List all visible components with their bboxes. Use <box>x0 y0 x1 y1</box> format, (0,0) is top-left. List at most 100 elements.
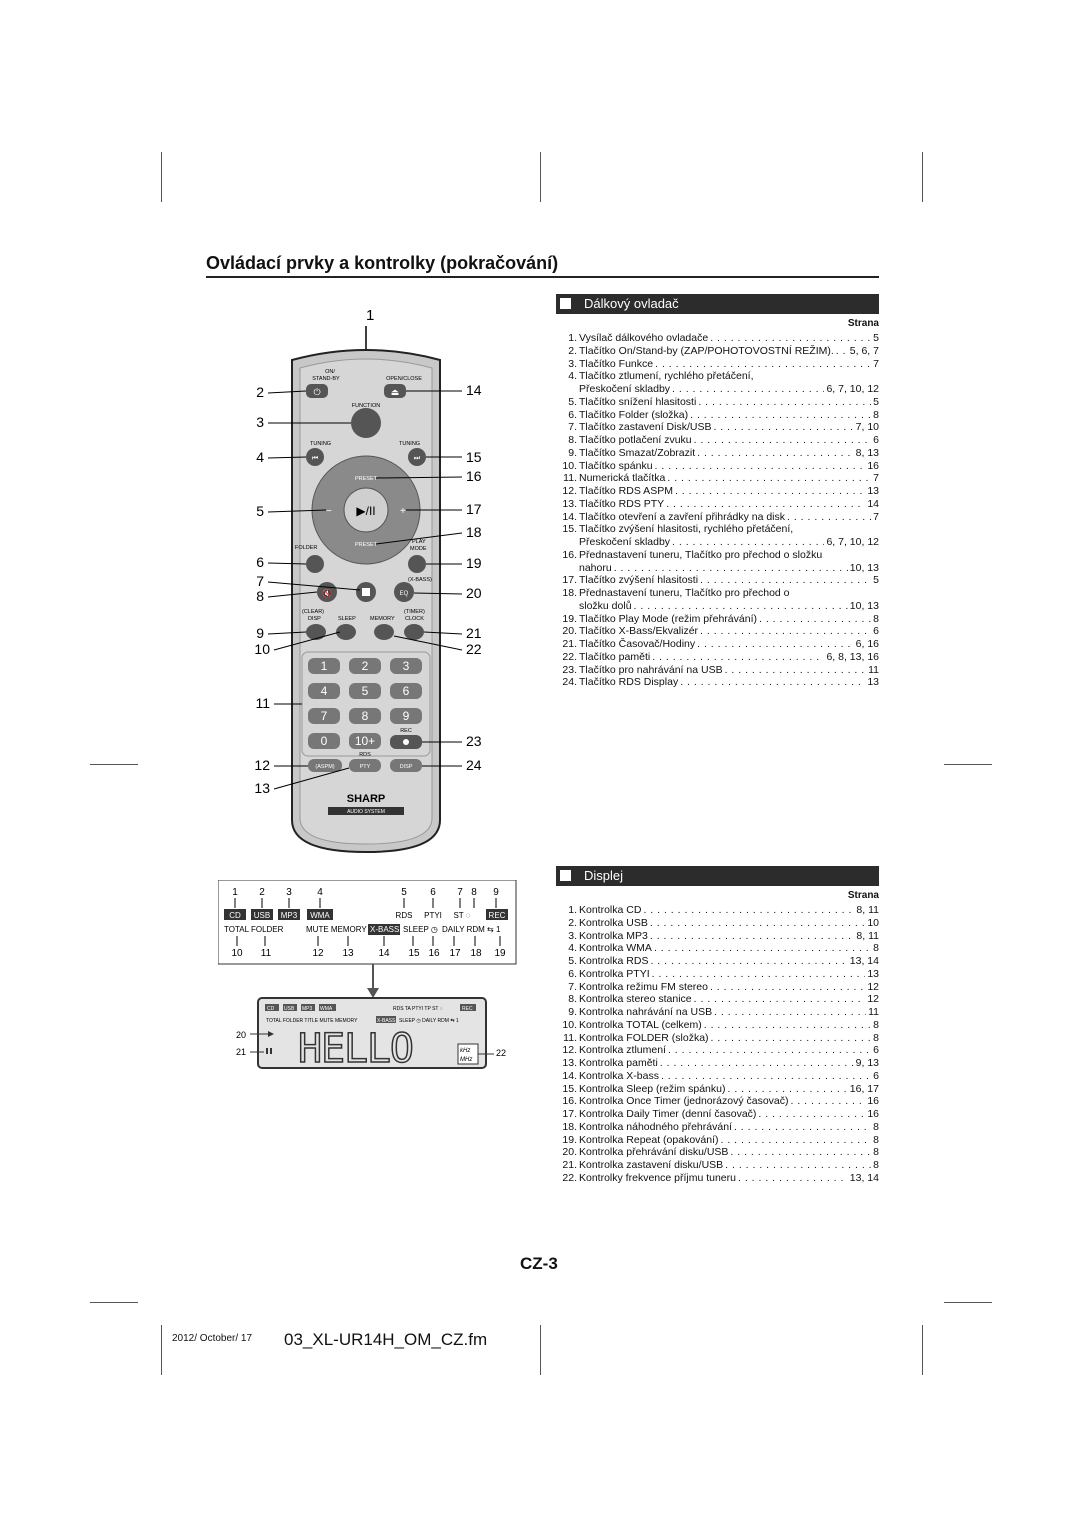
item-number: 9. <box>568 446 577 459</box>
item-number: 1. <box>568 332 577 344</box>
remote-list-item: 15.Tlačítko zvýšení hlasitosti, rychlého… <box>556 523 879 536</box>
display-list-item: 19.Kontrolka Repeat (opakování)8 <box>556 1134 879 1147</box>
leader-dots <box>714 1006 866 1019</box>
remote-list-item: 0.nahoru10, 13 <box>556 562 879 575</box>
item-number: 3. <box>568 357 577 370</box>
item-number: 20. <box>562 625 577 638</box>
svg-text:15: 15 <box>408 948 420 959</box>
item-number: 13. <box>562 497 577 510</box>
leader-dots <box>698 396 871 409</box>
crop-mark <box>90 1302 138 1303</box>
svg-text:USB: USB <box>254 911 270 920</box>
item-text: Kontrolka FOLDER (složka) <box>579 1031 709 1044</box>
leader-dots <box>650 955 847 968</box>
remote-list-item: 18.Přednastavení tuneru, Tlačítko pro př… <box>556 587 879 600</box>
display-list-item: 10.Kontrolka TOTAL (celkem)8 <box>556 1019 879 1032</box>
svg-text:RDS TA PTYI TP ST ◌: RDS TA PTYI TP ST ◌ <box>393 1006 443 1012</box>
svg-text:14: 14 <box>378 948 390 959</box>
leader-dots <box>660 1057 854 1070</box>
item-page: 16 <box>867 459 879 472</box>
item-page: 7, 10 <box>855 421 879 434</box>
item-text: Přednastavení tuneru, Tlačítko pro přech… <box>579 548 823 561</box>
remote-list-item: 21.Tlačítko Časovač/Hodiny6, 16 <box>556 638 879 651</box>
item-text: Kontrolka X-bass <box>579 1069 659 1082</box>
crop-mark <box>161 1325 162 1375</box>
display-list-item: 17.Kontrolka Daily Timer (denní časovač)… <box>556 1108 879 1121</box>
svg-text:SLEEP ◷ DAILY RDM ⇆ 1: SLEEP ◷ DAILY RDM ⇆ 1 <box>399 1018 459 1024</box>
remote-page-label: Strana <box>847 318 879 329</box>
remote-list-item: 20.Tlačítko X-Bass/Ekvalizér6 <box>556 625 879 638</box>
item-page: 14 <box>867 497 879 510</box>
remote-list: 1.Vysílač dálkového ovladače52.Tlačítko … <box>556 332 879 689</box>
item-page: 13, 14 <box>849 955 879 967</box>
svg-text:TUNING: TUNING <box>399 441 420 447</box>
crop-mark <box>540 1325 541 1375</box>
leader-dots <box>668 1044 871 1057</box>
svg-text:FOLDER: FOLDER <box>295 545 317 551</box>
leader-dots <box>713 421 853 434</box>
remote-list-item: 3.Tlačítko Funkce7 <box>556 358 879 371</box>
leader-dots <box>652 651 824 664</box>
display-section-header: Displej <box>556 866 879 886</box>
display-list-item: 4.Kontrolka WMA8 <box>556 942 879 955</box>
item-page: 8 <box>873 942 879 955</box>
square-bullet-icon <box>560 870 571 881</box>
item-number: 21. <box>562 638 577 650</box>
svg-text:OPEN/CLOSE: OPEN/CLOSE <box>386 376 422 382</box>
remote-list-item: 14.Tlačítko otevření a zavření přihrádky… <box>556 511 879 524</box>
item-text: Tlačítko Smazat/Zobrazit <box>579 446 696 459</box>
display-list-item: 9.Kontrolka nahrávání na USB11 <box>556 1006 879 1019</box>
svg-text:16: 16 <box>466 468 482 484</box>
leader-dots <box>758 1108 865 1121</box>
svg-text:FUNCTION: FUNCTION <box>352 403 380 409</box>
svg-text:21: 21 <box>236 1047 246 1057</box>
item-text: Tlačítko On/Stand-by (ZAP/POHOTOVOSTNÍ R… <box>579 344 834 357</box>
item-text: Kontrolka přehrávání disku/USB <box>579 1146 729 1159</box>
remote-list-item: 4.Tlačítko ztlumení, rychlého přetáčení, <box>556 370 879 383</box>
leader-dots <box>725 664 867 677</box>
svg-text:9: 9 <box>493 887 499 898</box>
leader-dots <box>654 942 871 955</box>
svg-text:4: 4 <box>256 449 264 465</box>
remote-list-item: 10.Tlačítko spánku16 <box>556 460 879 473</box>
svg-text:SLEEP: SLEEP <box>338 616 356 622</box>
svg-text:RDS: RDS <box>359 752 371 758</box>
svg-text:⏏: ⏏ <box>391 387 400 397</box>
svg-text:CD: CD <box>267 1006 275 1012</box>
item-number: 13. <box>562 1057 577 1069</box>
item-page: 6 <box>873 1069 879 1082</box>
crop-mark <box>90 764 138 765</box>
svg-text:14: 14 <box>466 382 482 398</box>
svg-text:ON/: ON/ <box>325 369 335 375</box>
item-page: 6, 7, 10, 12 <box>826 383 879 395</box>
item-number: 9. <box>568 1006 577 1018</box>
item-text: Kontrolka nahrávání na USB <box>579 1006 713 1018</box>
item-text: Kontrolka Once Timer (jednorázový časova… <box>579 1095 789 1108</box>
item-page: 6 <box>873 1044 879 1057</box>
display-list: 1.Kontrolka CD8, 112.Kontrolka USB103.Ko… <box>556 904 879 1185</box>
remote-list-item: 7.Tlačítko zastavení Disk/USB7, 10 <box>556 421 879 434</box>
display-list-item: 2.Kontrolka USB10 <box>556 917 879 930</box>
svg-text:11: 11 <box>255 695 270 711</box>
svg-text:8: 8 <box>471 887 477 898</box>
item-text: Tlačítko RDS ASPM <box>579 485 673 497</box>
remote-list-item: 2.Tlačítko On/Stand-by (ZAP/POHOTOVOSTNÍ… <box>556 345 879 358</box>
leader-dots <box>655 358 871 371</box>
leader-dots <box>652 968 866 981</box>
display-list-item: 14.Kontrolka X-bass6 <box>556 1070 879 1083</box>
remote-list-item: 12.Tlačítko RDS ASPM13 <box>556 485 879 498</box>
svg-text:⏮: ⏮ <box>312 455 318 462</box>
item-number: 17. <box>562 1108 577 1120</box>
square-bullet-icon <box>560 298 571 309</box>
leader-dots <box>690 409 871 422</box>
leader-dots <box>661 1070 871 1083</box>
svg-text:18: 18 <box>466 524 482 540</box>
svg-text:13: 13 <box>254 780 270 796</box>
leader-dots <box>836 345 848 358</box>
item-page: 10 <box>867 916 879 929</box>
svg-text:AUDIO SYSTEM: AUDIO SYSTEM <box>347 809 385 815</box>
svg-text:EQ: EQ <box>400 591 409 597</box>
item-number: 15. <box>562 523 577 536</box>
svg-text:12: 12 <box>254 757 270 773</box>
remote-illustration: 1 ON/ STAND-BY OPEN/CLOSE ⏻ ⏏ FUNCTION T… <box>254 307 482 854</box>
